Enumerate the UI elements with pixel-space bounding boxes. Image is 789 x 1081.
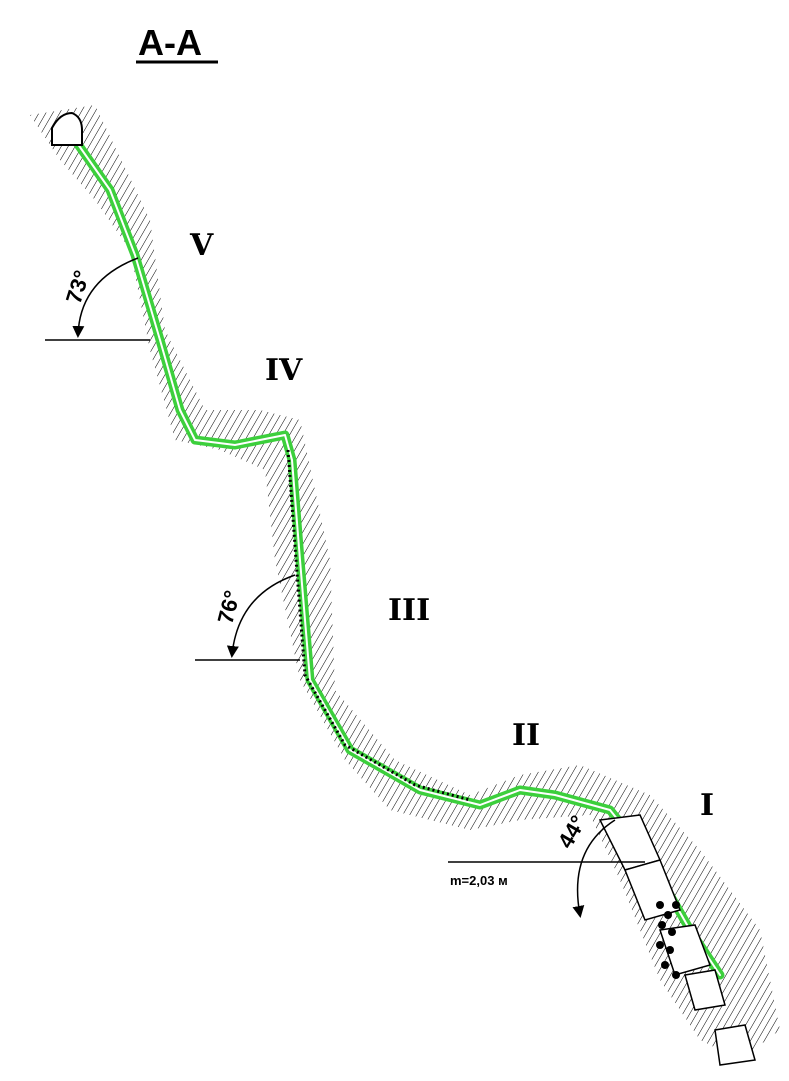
zone-label-iv: IV [265,353,303,388]
broken-rock-fill [286,449,471,802]
rock-pile-icon [656,901,680,979]
coal-seam [70,135,725,980]
section-title: A-A [138,22,202,63]
mine-workings [51,111,756,1066]
zone-label-i: I [700,788,714,823]
zone-label-iii: III [388,593,430,628]
thickness-label: m=2,03 м [450,873,508,888]
seam-core [74,139,721,976]
angle-73-label: 73° [61,267,95,306]
zone-label-ii: II [512,718,540,753]
zone-label-v: V [189,228,214,263]
angle-76-label: 76° [213,588,245,626]
angle-44-label: 44° [553,811,591,852]
lower-workings [598,814,756,1066]
upper-drift-icon [51,111,83,146]
